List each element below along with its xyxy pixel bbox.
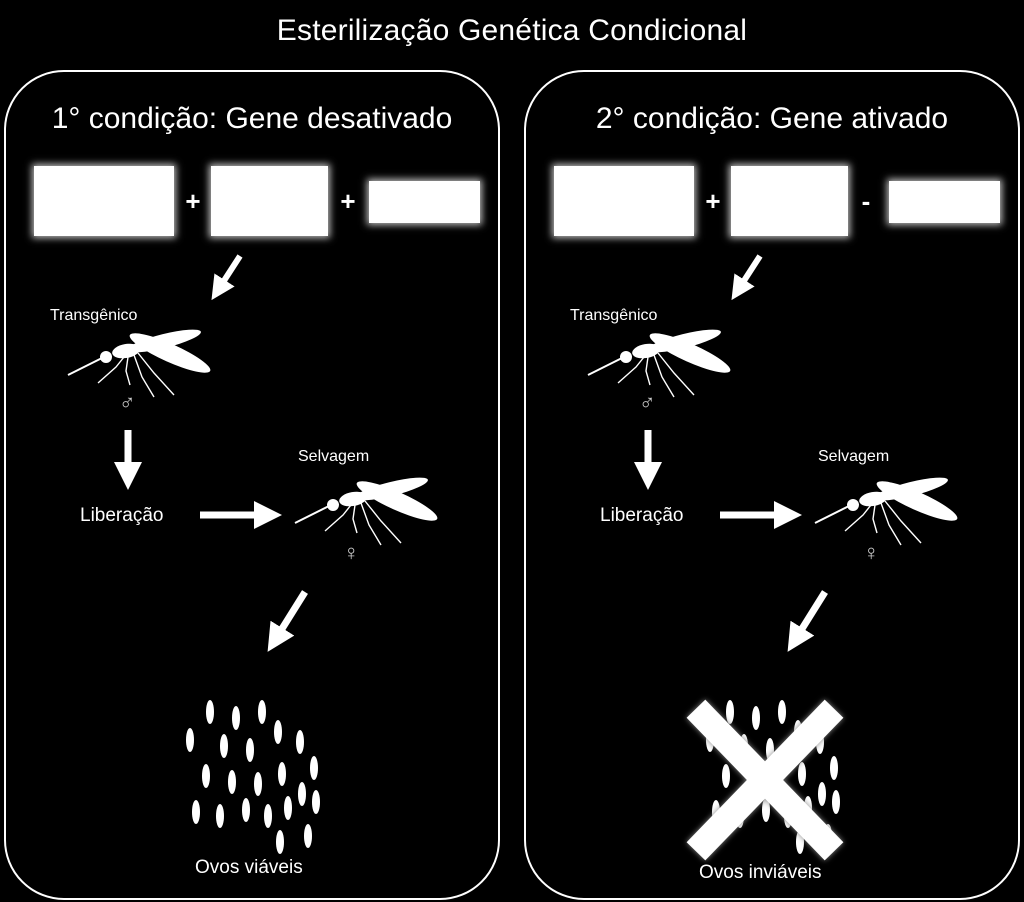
gene-box-2 xyxy=(731,166,848,236)
transgenic-mosquito xyxy=(67,324,215,398)
gene-box-3 xyxy=(369,181,480,223)
eggs-label: Ovos viáveis xyxy=(195,857,303,878)
arrow-to-transgenic xyxy=(211,254,243,301)
arrow-to-eggs xyxy=(267,590,308,652)
panel-heading: 2° condição: Gene ativado xyxy=(595,102,949,135)
male-symbol: ♂ xyxy=(119,390,136,415)
minus-operator: - xyxy=(861,186,871,216)
plus-operator: + xyxy=(705,186,721,216)
transgenic-label: Transgênico xyxy=(50,307,138,324)
wild-label: Selvagem xyxy=(298,448,370,465)
plus-operator: + xyxy=(185,186,201,216)
arrow-to-transgenic xyxy=(731,254,763,301)
diagram-title: Esterilização Genética Condicional xyxy=(276,14,748,47)
wild-mosquito xyxy=(294,472,442,546)
female-symbol: ♀ xyxy=(343,540,360,565)
plus-operator: + xyxy=(340,186,356,216)
release-label: Liberação xyxy=(80,505,164,526)
gene-box-2 xyxy=(211,166,328,236)
male-symbol: ♂ xyxy=(639,390,656,415)
panel-heading: 1° condição: Gene desativado xyxy=(51,102,453,135)
panel-gene-deactivated: 1° condição: Gene desativado xyxy=(4,70,500,900)
gene-box-1 xyxy=(34,166,174,236)
release-label: Liberação xyxy=(600,505,684,526)
panel-gene-activated: 2° condição: Gene ativado xyxy=(524,70,1020,900)
viable-eggs xyxy=(186,700,320,854)
cross-out-icon xyxy=(686,699,844,861)
female-symbol: ♀ xyxy=(863,540,880,565)
gene-box-1 xyxy=(554,166,694,236)
transgenic-mosquito xyxy=(587,324,735,398)
arrow-to-eggs xyxy=(787,590,828,652)
eggs-label: Ovos inviáveis xyxy=(699,862,822,883)
wild-mosquito xyxy=(814,472,962,546)
gene-box-3 xyxy=(889,181,1000,223)
wild-label: Selvagem xyxy=(818,448,890,465)
transgenic-label: Transgênico xyxy=(570,307,658,324)
